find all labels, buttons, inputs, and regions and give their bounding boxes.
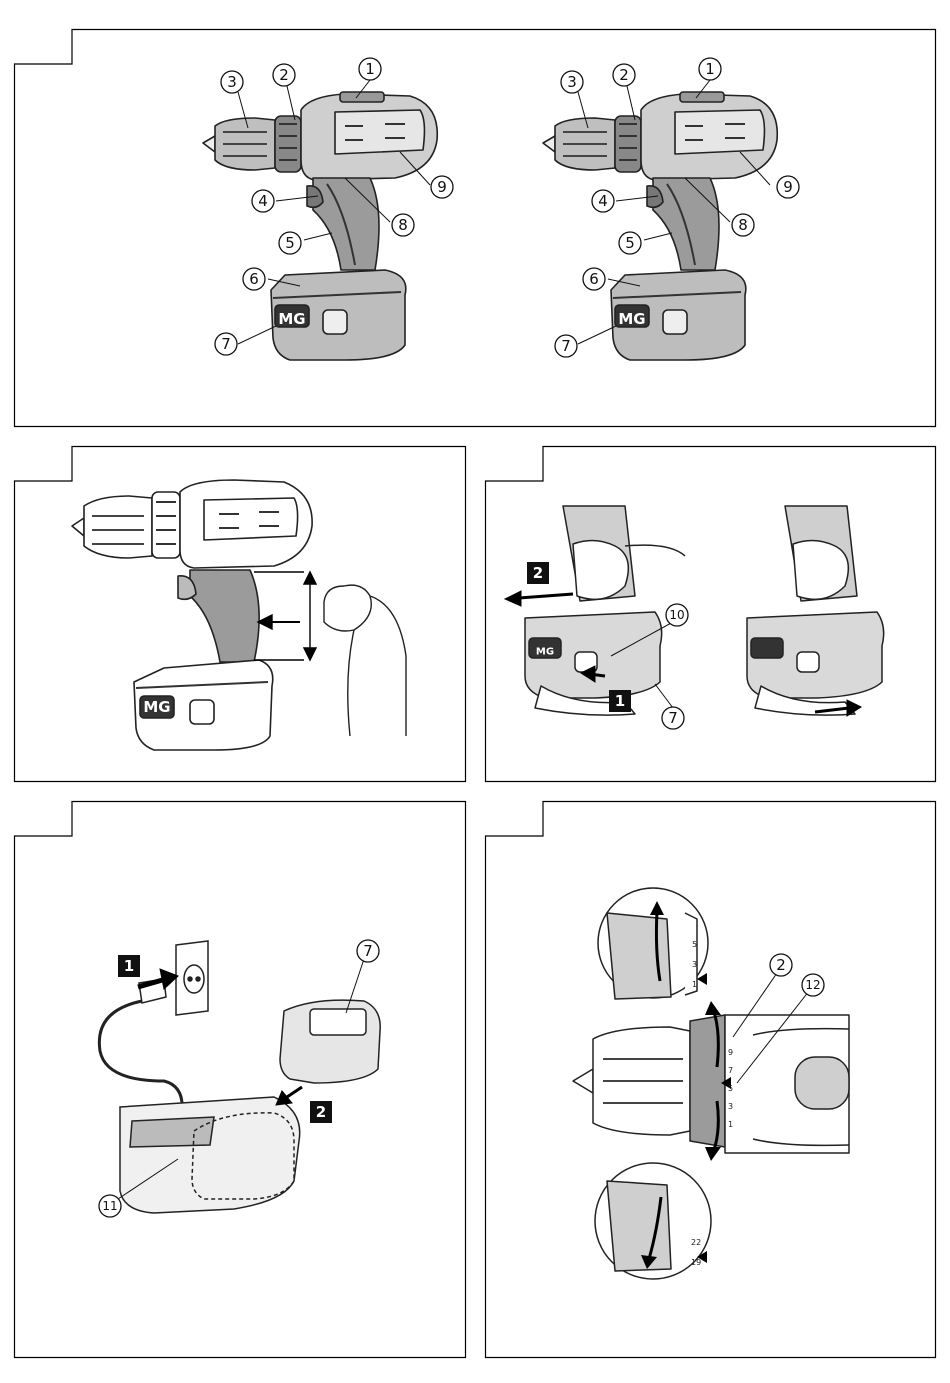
callout-1-left: 1: [365, 60, 375, 78]
callout-1-right: 1: [705, 60, 715, 78]
callout-7-fig4: 7: [363, 942, 373, 960]
top-scale-5: 5: [692, 940, 697, 949]
callout-2-left: 2: [279, 66, 289, 84]
callout-8-right: 8: [738, 216, 748, 234]
callout-6-left: 6: [249, 270, 259, 288]
callout-7-fig3: 7: [668, 709, 678, 727]
callout-2-right: 2: [619, 66, 629, 84]
callout-5-right: 5: [625, 234, 635, 252]
callout-4-left: 4: [258, 192, 268, 210]
step-1-badge: 1: [615, 692, 625, 710]
callout-10: 10: [669, 608, 684, 622]
bottom-scale-19: 19: [691, 1258, 701, 1267]
figure-5-panel: 1 3 5 1 3 5 7 9 19 22 2 12: [485, 801, 936, 1358]
callout-7-right: 7: [561, 337, 571, 355]
step-2-badge: 2: [533, 564, 543, 582]
bottom-scale-22: 22: [691, 1238, 701, 1247]
figure-4-step-2-badge: 2: [316, 1103, 326, 1121]
callout-6-right: 6: [589, 270, 599, 288]
callout-4-right: 4: [598, 192, 608, 210]
main-scale-3: 3: [728, 1102, 733, 1111]
callout-3-right: 3: [567, 73, 577, 91]
callout-9-right: 9: [783, 178, 793, 196]
figure-4-drawing: 1 2 7 11: [14, 801, 466, 1358]
main-scale-7: 7: [728, 1066, 733, 1075]
figure-2-panel: MG: [14, 446, 466, 782]
callout-12: 12: [805, 978, 820, 992]
figure-3-drawing: 2 1 10 7 MG: [485, 446, 936, 782]
main-scale-5: 5: [728, 1084, 733, 1093]
figure-2-battery-badge: MG: [143, 698, 170, 716]
main-scale-9: 9: [728, 1048, 733, 1057]
callout-8-left: 8: [398, 216, 408, 234]
figure-5-drawing: 1 3 5 1 3 5 7 9 19 22 2 12: [485, 801, 936, 1358]
figure-3-battery-badge: MG: [536, 647, 554, 658]
figure-3-panel: 2 1 10 7 MG: [485, 446, 936, 782]
figure-4-step-1-badge: 1: [124, 957, 134, 975]
top-scale-1: 1: [692, 980, 697, 989]
callout-3-left: 3: [227, 73, 237, 91]
callout-9-left: 9: [437, 178, 447, 196]
callout-2-fig5: 2: [776, 956, 786, 974]
figure-2-drawing: MG: [14, 446, 466, 782]
main-scale-1: 1: [728, 1120, 733, 1129]
callout-7-left: 7: [221, 335, 231, 353]
callout-5-left: 5: [285, 234, 295, 252]
figure-1-callouts-left: 1 2 3 4 5 6 7 8 9 1 2 3 4 5 6 7 8 9: [0, 0, 950, 430]
figure-4-panel: 1 2 7 11: [14, 801, 466, 1358]
callout-11: 11: [102, 1199, 117, 1213]
top-scale-3: 3: [692, 960, 697, 969]
